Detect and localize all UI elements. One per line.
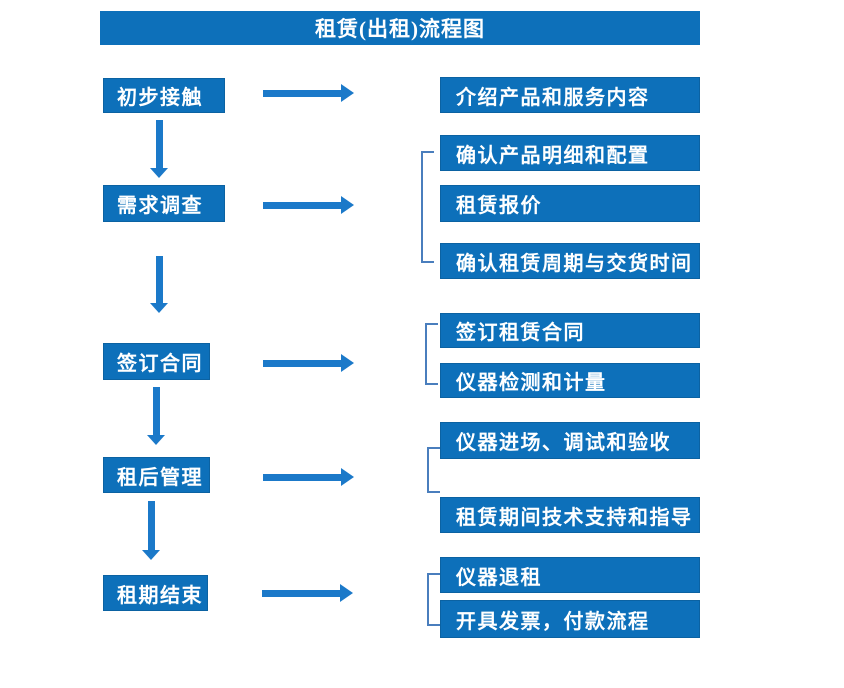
- down-arrow-head-icon: [147, 435, 165, 445]
- step-box-sign-contract: 签订合同: [103, 343, 210, 380]
- right-arrow-shaft: [263, 473, 342, 481]
- down-arrow-head-icon: [142, 550, 160, 560]
- down-arrow-shaft: [155, 256, 163, 304]
- step-box-demand-survey: 需求调查: [103, 185, 225, 222]
- bracket-demand-survey-group: [421, 151, 434, 263]
- right-arrow-head-icon: [340, 584, 353, 602]
- detail-box-introduce-products: 介绍产品和服务内容: [440, 77, 700, 113]
- right-arrow-head-icon: [341, 196, 354, 214]
- right-arrow-shaft: [263, 359, 342, 367]
- detail-box-confirm-period-delivery: 确认租赁周期与交货时间: [440, 243, 700, 279]
- down-arrow-shaft: [147, 501, 155, 551]
- detail-box-instrument-setup-acceptance: 仪器进场、调试和验收: [440, 422, 700, 459]
- down-arrow-shaft: [155, 120, 163, 169]
- down-arrow-4: [142, 501, 160, 560]
- right-arrow-head-icon: [341, 84, 354, 102]
- step-box-rental-end: 租期结束: [103, 575, 208, 611]
- step-box-initial-contact: 初步接触: [103, 78, 225, 113]
- right-arrow-5: [262, 584, 353, 602]
- bracket-sign-contract-group: [425, 323, 438, 385]
- detail-box-rental-quote: 租赁报价: [440, 185, 700, 222]
- step-box-post-rental-management: 租后管理: [103, 457, 210, 493]
- right-arrow-shaft: [262, 589, 341, 597]
- right-arrow-head-icon: [341, 468, 354, 486]
- right-arrow-shaft: [263, 201, 342, 209]
- right-arrow-2: [263, 196, 354, 214]
- bracket-post-rental-group: [427, 447, 440, 493]
- down-arrow-3: [147, 387, 165, 445]
- right-arrow-shaft: [263, 89, 342, 97]
- right-arrow-4: [263, 468, 354, 486]
- right-arrow-3: [263, 354, 354, 372]
- flowchart-title: 租赁(出租)流程图: [100, 11, 700, 45]
- right-arrow-head-icon: [341, 354, 354, 372]
- detail-box-confirm-product-config: 确认产品明细和配置: [440, 135, 700, 171]
- down-arrow-2: [150, 256, 168, 313]
- detail-box-instrument-inspection: 仪器检测和计量: [440, 363, 700, 398]
- down-arrow-head-icon: [150, 303, 168, 313]
- detail-box-instrument-return: 仪器退租: [440, 557, 700, 593]
- detail-box-tech-support: 租赁期间技术支持和指导: [440, 497, 700, 533]
- right-arrow-1: [263, 84, 354, 102]
- detail-box-sign-rental-contract: 签订租赁合同: [440, 313, 700, 348]
- detail-box-invoice-payment: 开具发票，付款流程: [440, 600, 700, 638]
- bracket-rental-end-group: [427, 573, 440, 626]
- down-arrow-1: [150, 120, 168, 178]
- down-arrow-head-icon: [150, 168, 168, 178]
- down-arrow-shaft: [152, 387, 160, 436]
